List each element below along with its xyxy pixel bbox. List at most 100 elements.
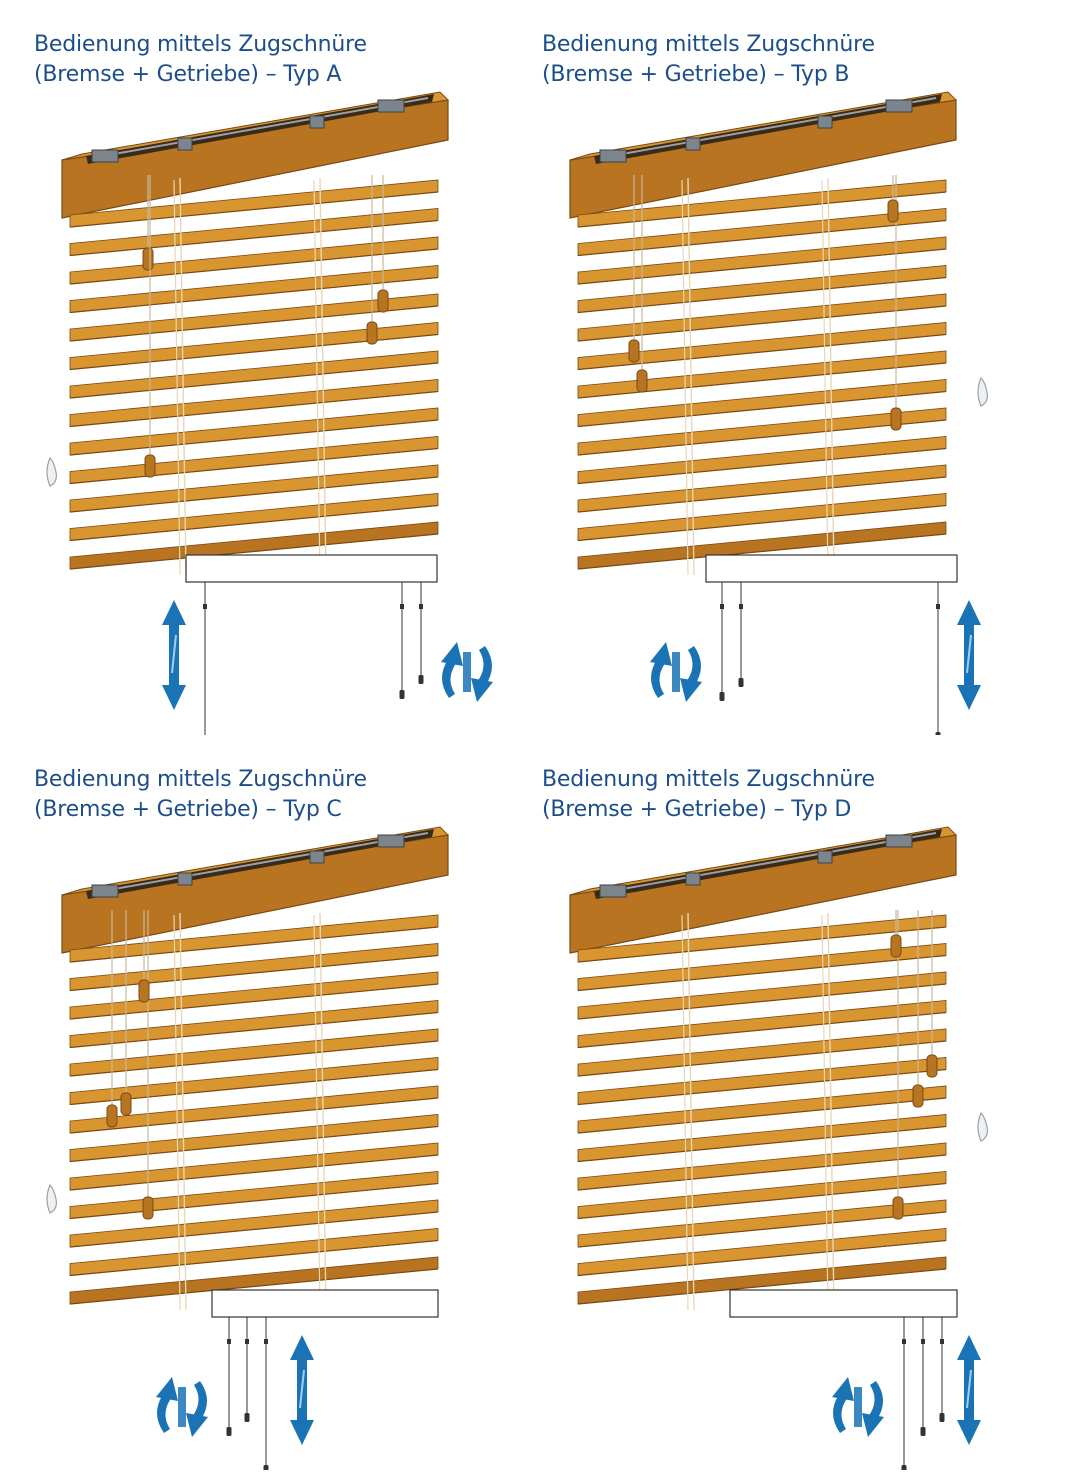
headrail-schematic (705, 554, 958, 583)
operation-schematic (185, 554, 438, 735)
panel-title: Bedienung mittels Zugschnüre (Bremse + G… (34, 767, 367, 822)
panel-title: Bedienung mittels Zugschnüre (Bremse + G… (34, 32, 367, 87)
cord-stopper (921, 1339, 925, 1344)
cord-wand (144, 454, 156, 478)
headrail-schematic (729, 1289, 958, 1318)
blind-illustration (46, 826, 450, 1470)
panel-type-a: Bedienung mittels Zugschnüre (Bremse + G… (0, 0, 540, 735)
cord-cleat-icon (977, 376, 988, 407)
lift-arrow-highlight (966, 1369, 972, 1409)
slat-edge (69, 305, 439, 342)
cord-stopper (720, 604, 724, 609)
cord-wand (377, 289, 389, 313)
lift-arrow-highlight (171, 634, 177, 674)
cord-wand (892, 1196, 904, 1220)
cord-wand (138, 979, 150, 1003)
tilt-arrow-left-head (650, 642, 672, 666)
slat-edge (69, 954, 439, 992)
tilt-arrow-right-head (862, 1413, 884, 1437)
headrail-rod (91, 832, 429, 894)
headrail (569, 826, 958, 954)
slat-edge (577, 1097, 947, 1134)
tilt-arrow-left-head (156, 1377, 178, 1401)
slat-edge (69, 1182, 439, 1220)
cord-cleat-icon (46, 456, 57, 487)
ladder-string (821, 914, 829, 1311)
mechanism-bracket (91, 884, 119, 898)
mechanism-bracket (309, 115, 325, 129)
tilt-arrow-right-head (471, 678, 493, 702)
cord-cleat-icon (46, 1183, 57, 1214)
slat-edge (69, 390, 439, 428)
mechanism-bracket (377, 834, 405, 848)
ladder-string (319, 177, 327, 576)
ladder-string (687, 912, 695, 1311)
slat-edge (577, 1239, 947, 1277)
cord-stopper (400, 604, 404, 609)
pull-cords (106, 910, 154, 1220)
ladder-string (687, 177, 695, 576)
double-arrow-vertical-icon (957, 1335, 981, 1445)
slat-edge (69, 983, 439, 1020)
tilt-arrow-left (157, 1393, 172, 1433)
cord-wand (120, 1092, 132, 1116)
slat-edge (69, 504, 439, 542)
cleat-body (977, 1111, 988, 1142)
slat-edge (69, 362, 439, 399)
operation-schematic (705, 554, 958, 735)
lift-arrow-up (290, 1335, 314, 1360)
blind-illustration (569, 826, 988, 1470)
tilt-arrow-right (192, 1381, 207, 1421)
tilt-arrow-center (854, 1387, 862, 1427)
mechanism-bracket (177, 137, 193, 151)
cord-end (901, 1465, 907, 1470)
slat-edge (577, 1125, 947, 1163)
cord-stopper (940, 1339, 944, 1344)
cord-wand (636, 369, 648, 393)
mechanism-bracket (685, 872, 701, 886)
ladder-string (821, 179, 829, 576)
mechanism-bracket (685, 137, 701, 151)
cord-wand (912, 1084, 924, 1108)
cord-end (263, 1465, 269, 1470)
pull-cords (890, 910, 938, 1220)
cord-stopper (936, 604, 940, 609)
slats (577, 177, 947, 576)
cord-end (719, 692, 725, 701)
tilt-arrow-center (178, 1387, 186, 1427)
cord-end (920, 1427, 926, 1436)
slat-edge (69, 1268, 439, 1305)
venetian-blind (46, 91, 450, 576)
cord-wand (890, 407, 902, 431)
slat-edge (577, 191, 947, 228)
slat-edge (69, 447, 439, 485)
cord-end (738, 678, 744, 687)
lift-arrow-down (957, 1420, 981, 1445)
lift-arrow-up (162, 600, 186, 625)
slat-edge (577, 983, 947, 1020)
slat-edge (577, 504, 947, 542)
rotate-arrows-icon (650, 642, 702, 702)
headrail (61, 826, 450, 954)
panel-type-c: Bedienung mittels Zugschnüre (Bremse + G… (0, 735, 540, 1470)
lift-arrow-up (957, 600, 981, 625)
double-arrow-vertical-icon (290, 1335, 314, 1445)
slat-edge (577, 1154, 947, 1191)
slat-edge (577, 1040, 947, 1077)
tilt-arrow-left-head (441, 642, 463, 666)
slat-edge (69, 533, 439, 570)
headrail (61, 91, 450, 219)
panel-title: Bedienung mittels Zugschnüre (Bremse + G… (542, 767, 875, 822)
panel-title: Bedienung mittels Zugschnüre (Bremse + G… (542, 32, 875, 87)
ladder-string (319, 912, 327, 1311)
tilt-arrow-center (463, 652, 471, 692)
tilt-arrow-left (833, 1393, 848, 1433)
slat-edge (69, 1040, 439, 1077)
tilt-arrow-left-head (832, 1377, 854, 1401)
slat-edge (69, 419, 439, 456)
cord-cleat-icon (977, 1111, 988, 1142)
ladder-string (173, 179, 181, 576)
lift-arrow-down (162, 685, 186, 710)
mechanism-bracket (885, 99, 913, 113)
cleat-body (46, 1183, 57, 1214)
